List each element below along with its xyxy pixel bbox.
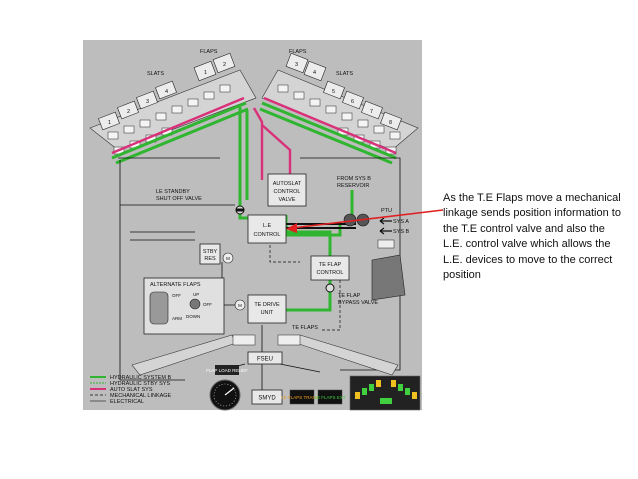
slat-number-8: 8 (389, 120, 392, 126)
sys-b-label: SYS B (393, 229, 410, 235)
smyd-label: SMYD (258, 396, 276, 402)
te-flap-control-box (310, 255, 350, 281)
alt-flaps-position-switch-icon (189, 298, 201, 310)
te-flap-control-label-2: CONTROL (317, 270, 344, 276)
alt-flaps-arm-switch-icon (149, 291, 169, 325)
flap-number-1: 1 (204, 70, 207, 76)
le-flaps-transit-label: LE FLAPS TRANSIT (281, 395, 323, 400)
fseu-label: FSEU (257, 357, 273, 363)
slat-number-2: 2 (127, 109, 130, 115)
te-flap-transmission-left (232, 334, 256, 346)
le-devices-annunciator-lights (355, 380, 417, 404)
alt-down-label: DOWN (186, 314, 200, 319)
callout-arrow-line (291, 209, 444, 229)
te-drive-motor-label: M (238, 303, 242, 308)
hydraulic-lines-wings (111, 96, 397, 165)
slat-number-1: 1 (108, 120, 111, 126)
stby-res-label-1: STBY (203, 249, 218, 255)
slats-right-label: SLATS (336, 71, 353, 77)
alt-off-label: OFF (172, 293, 181, 298)
stby-reservoir-box (199, 243, 221, 265)
te-drive-label-1: TE DRIVE (254, 302, 280, 308)
from-sysb-label-2: RESERVOIR (337, 183, 369, 189)
te-bypass-label-2: BYPASS VALVE (338, 300, 378, 306)
smyd-box (251, 389, 283, 405)
autoslat-control-valve (267, 173, 307, 207)
te-flap-bypass-valve-icon (325, 283, 335, 293)
sys-b-arrow-icon (379, 227, 392, 235)
le-standby-label-2: SHUT OFF VALVE (156, 196, 202, 202)
le-control-box (247, 214, 287, 244)
alternate-flaps-label: ALTERNATE FLAPS (150, 282, 201, 288)
autoslat-label-1: AUTOSLAT (273, 181, 302, 187)
te-flaps-label: TE FLAPS (292, 325, 318, 331)
slats-left-label: SLATS (147, 71, 164, 77)
left-actuators (107, 84, 231, 155)
te-drive-motor-icon (234, 299, 246, 311)
alt-up-label: UP (193, 292, 199, 297)
le-standby-label-1: LE STANDBY (156, 189, 190, 195)
slat-number-5: 5 (332, 89, 335, 95)
te-flap-control-label-1: TE FLAP (319, 262, 342, 268)
explanation-callout: As the T.E Flaps move a mechanical linka… (443, 192, 621, 282)
ptu-label: PTU (381, 208, 392, 214)
from-sysb-label-1: FROM SYS B (337, 176, 371, 182)
te-drive-label-2: UNIT (261, 310, 274, 316)
te-bypass-label-1: TE FLAP (338, 293, 361, 299)
flap-number-2: 2 (223, 62, 226, 68)
flap-lever-quadrant-icon (371, 254, 406, 301)
legend-label-electrical: ELECTRICAL (110, 399, 144, 405)
alt-off2-label: OFF (203, 302, 212, 307)
flaps-right-label: FLAPS (289, 49, 307, 55)
stby-res-label-2: RES (204, 256, 216, 262)
flap-load-relief-light (215, 365, 239, 375)
alt-arm-label: ARM (172, 316, 182, 321)
le-control-label-2: CONTROL (254, 232, 281, 238)
te-drive-unit-box (247, 294, 287, 324)
legend-label-mechanical: MECHANICAL LINKAGE (110, 393, 172, 399)
le-flaps-transit-light (289, 389, 315, 405)
te-flap-transmission-right (277, 334, 301, 346)
callout-arrow-head-icon (286, 223, 297, 233)
right-slat-flap-panels (285, 52, 402, 131)
legend-label-hyd-b: HYDRAULIC SYSTEM B (110, 375, 171, 381)
legend-label-stby: HYDRAULIC STBY SYS (110, 381, 170, 387)
slat-number-4: 4 (165, 89, 168, 95)
stby-motor-label: M (226, 256, 230, 261)
autoslat-label-2: CONTROL (274, 189, 301, 195)
le-flaps-ext-label: LE FLAPS EXT (314, 395, 345, 400)
fseu-box (247, 351, 283, 365)
legend-label-autoslat: AUTO SLAT SYS (110, 387, 153, 393)
slat-number-7: 7 (370, 109, 373, 115)
flap-number-4: 4 (313, 70, 316, 76)
stby-motor-icon (222, 252, 234, 264)
flap-number-3: 3 (295, 62, 298, 68)
le-flaps-ext-light (317, 389, 343, 405)
slat-number-3: 3 (146, 99, 149, 105)
left-slat-flap-panels (98, 52, 236, 131)
slat-number-6: 6 (351, 99, 354, 105)
autoslat-label-3: VALVE (279, 197, 296, 203)
le-control-label-1: L.E (263, 223, 272, 229)
flaps-left-label: FLAPS (200, 49, 218, 55)
flap-load-relief-label: FLAP LOAD RELIEF (206, 368, 248, 373)
sys-a-arrow-icon (379, 217, 392, 225)
slat-number-labels: 1 2 3 4 1 2 3 4 5 6 7 8 (108, 62, 392, 126)
sys-a-label: SYS A (393, 219, 409, 225)
flap-lever-handle-icon (377, 239, 395, 249)
legend: HYDRAULIC SYSTEM B HYDRAULIC STBY SYS AU… (90, 375, 172, 405)
